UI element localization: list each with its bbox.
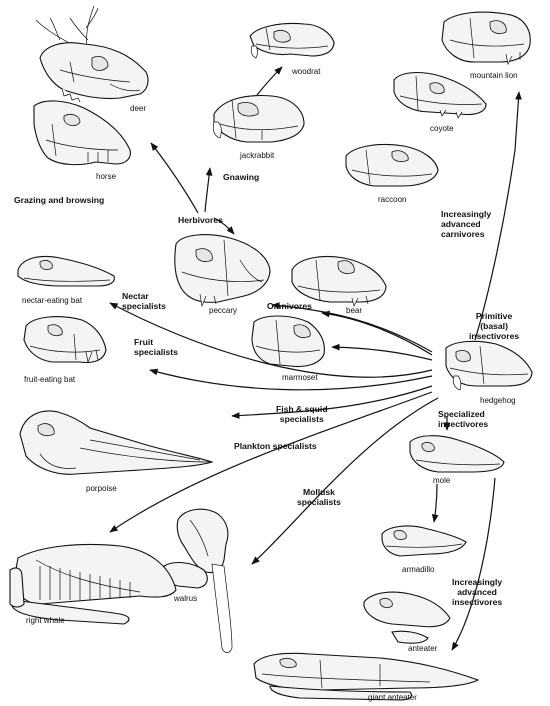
mountain-lion-skull xyxy=(441,11,531,66)
label-bear: bear xyxy=(346,306,363,315)
label-peccary: peccary xyxy=(209,306,238,315)
armadillo-skull xyxy=(381,525,467,557)
category-omnivores: Omnivores xyxy=(267,301,312,311)
arrow-herbivores-to-jackrabbit xyxy=(204,167,213,213)
category-advanced-carnivores: Increasingly advanced carnivores xyxy=(441,209,491,239)
label-jackrabbit: jackrabbit xyxy=(240,151,275,160)
category-adv-insectivores-line-2: advanced xyxy=(457,587,497,597)
category-primitive-line-3: insectivores xyxy=(469,331,520,341)
fruit-eating-bat-skull xyxy=(23,316,107,364)
label-raccoon: raccoon xyxy=(378,195,407,204)
arrow-mole-to-anteater xyxy=(451,477,496,651)
raccoon-skull xyxy=(345,143,439,187)
mole-skull xyxy=(409,435,505,473)
label-deer: deer xyxy=(130,104,147,113)
label-walrus: walrus xyxy=(174,594,198,603)
label-right-whale: right whale xyxy=(26,616,65,625)
anteater-skull xyxy=(363,591,451,644)
label-mole: mole xyxy=(433,476,451,485)
category-primitive-line-2: (basal) xyxy=(480,321,508,331)
porpoise-skull xyxy=(19,410,214,475)
category-plankton-specialists: Plankton specialists xyxy=(234,441,317,451)
coyote-skull xyxy=(393,71,487,119)
label-porpoise: porpoise xyxy=(86,484,117,493)
nectar-eating-bat-skull xyxy=(17,255,115,287)
arrow-mole-to-armadillo xyxy=(431,483,439,523)
category-fruit-line-1: Fruit xyxy=(134,337,154,347)
category-fish-squid-specialists: Fish & squid specialists xyxy=(276,404,328,424)
category-carnivores-line-3: carnivores xyxy=(441,229,485,239)
category-mollusk-specialists: Mollusk specialists xyxy=(297,487,341,507)
category-specialized-line-2: insectivores xyxy=(438,419,489,429)
arrow-to-nectar-bat xyxy=(109,302,433,378)
arrow-to-peccary xyxy=(271,302,433,353)
category-primitive-insectivores: Primitive (basal) insectivores xyxy=(469,311,519,341)
giant-anteater-skull xyxy=(253,652,480,701)
category-fish-line-2: specialists xyxy=(279,414,324,424)
label-fruit-eating-bat: fruit-eating bat xyxy=(24,375,76,384)
label-mountain-lion: mountain lion xyxy=(470,71,518,80)
arrow-to-marmoset xyxy=(331,343,433,361)
arrow-to-carnivores xyxy=(474,91,522,341)
arrow-to-fruit-bat xyxy=(149,368,433,391)
label-coyote: coyote xyxy=(430,124,454,133)
right-whale-skull xyxy=(9,543,177,625)
horse-skull xyxy=(33,100,131,166)
label-armadillo: armadillo xyxy=(402,565,435,574)
arrow-to-bear xyxy=(321,310,433,356)
category-advanced-insectivores: Increasingly advanced insectivores xyxy=(452,577,502,607)
category-fruit-line-2: specialists xyxy=(134,347,178,357)
label-hedgehog: hedgehog xyxy=(480,396,516,405)
category-carnivores-line-1: Increasingly xyxy=(441,209,492,219)
label-horse: horse xyxy=(96,172,117,181)
category-adv-insectivores-line-1: Increasingly xyxy=(452,577,503,587)
category-grazing-browsing: Grazing and browsing xyxy=(14,195,105,205)
deer-skull xyxy=(35,5,149,103)
arrow-herbivores-to-peccary xyxy=(213,217,235,235)
woodrat-skull xyxy=(249,22,335,59)
arrow-jackrabbit-to-woodrat xyxy=(256,66,283,96)
label-nectar-eating-bat: nectar-eating bat xyxy=(22,296,83,305)
category-primitive-line-1: Primitive xyxy=(475,311,513,321)
label-marmoset: marmoset xyxy=(282,373,318,382)
arrows xyxy=(109,66,522,651)
walrus-skull xyxy=(163,508,233,653)
hedgehog-skull xyxy=(445,340,533,391)
arrow-herbivores-to-deer xyxy=(150,142,199,214)
category-mollusk-line-1: Mollusk xyxy=(302,487,335,497)
peccary-skull xyxy=(174,234,271,308)
arrow-to-right-whale xyxy=(109,391,433,533)
category-specialized-line-1: Specialized xyxy=(438,409,485,419)
category-fruit-specialists: Fruit specialists xyxy=(134,337,178,357)
jackrabbit-skull xyxy=(212,95,305,143)
label-woodrat: woodrat xyxy=(292,67,321,76)
marmoset-skull xyxy=(251,315,325,368)
category-herbivores: Herbivores xyxy=(178,215,223,225)
arrow-to-walrus xyxy=(251,397,439,565)
category-nectar-specialists: Nectar specialists xyxy=(122,291,166,311)
category-carnivores-line-2: advanced xyxy=(441,219,481,229)
bear-skull xyxy=(291,255,387,308)
category-nectar-line-2: specialists xyxy=(122,301,166,311)
category-fish-line-1: Fish & squid xyxy=(276,404,328,414)
category-mollusk-line-2: specialists xyxy=(297,497,341,507)
label-anteater: anteater xyxy=(408,644,438,653)
arrow-to-porpoise xyxy=(231,385,433,419)
category-specialized-insectivores: Specialized insectivores xyxy=(438,409,488,429)
category-gnawing: Gnawing xyxy=(223,172,260,182)
label-giant-anteater: giant anteater xyxy=(368,693,417,702)
category-adv-insectivores-line-3: insectivores xyxy=(452,597,503,607)
category-nectar-line-1: Nectar xyxy=(122,291,149,301)
